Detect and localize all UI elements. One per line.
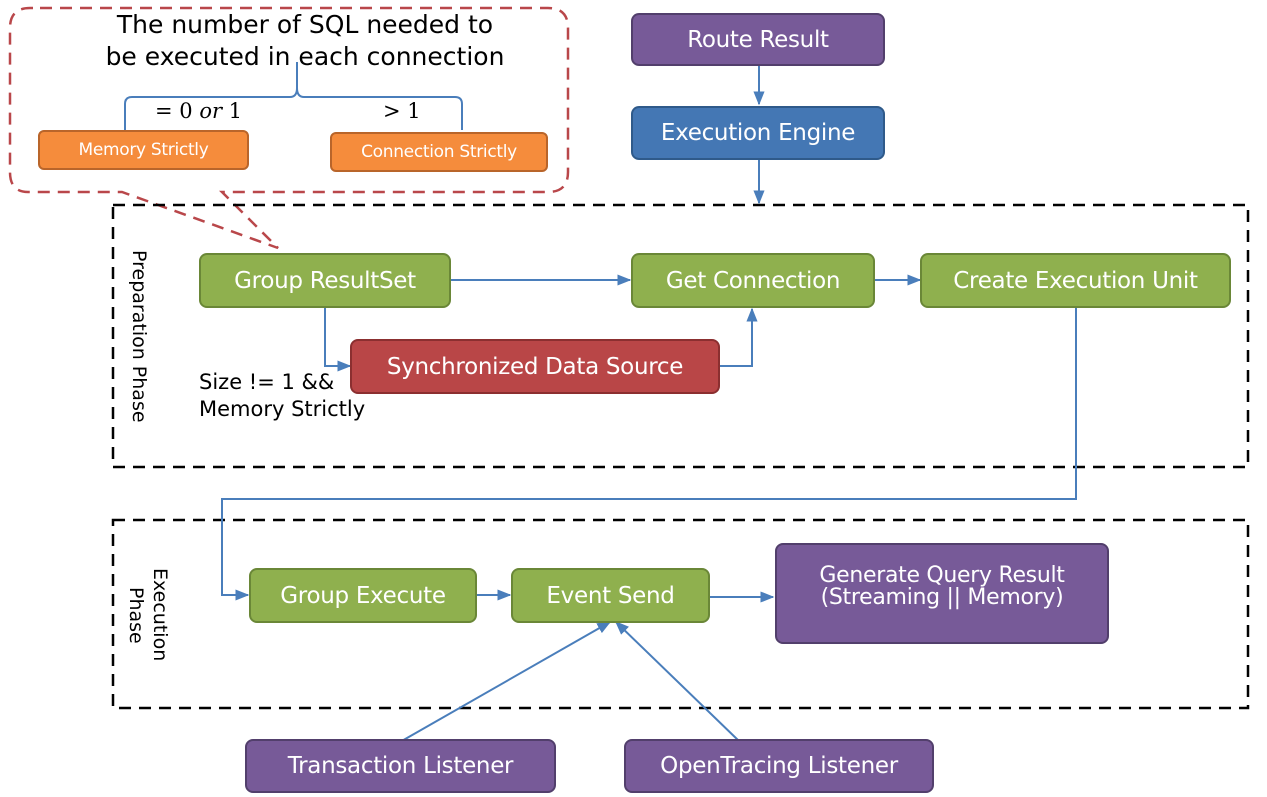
callout-brace xyxy=(124,62,463,130)
sync-condition-line1: Size != 1 && xyxy=(199,370,335,394)
condition-zero-or-one: = 0 or 1 xyxy=(155,99,242,123)
callout-bubble xyxy=(8,6,570,250)
callout-title-line2: be executed in each connection xyxy=(105,42,505,71)
route-result-node[interactable]: Route Result xyxy=(631,13,885,66)
sync-condition-line2: Memory Strictly xyxy=(199,397,366,421)
event-send-node[interactable]: Event Send xyxy=(511,568,710,623)
arrow-groupresultset-to-sync xyxy=(324,307,352,372)
condition-greater-than-one: > 1 xyxy=(383,99,421,123)
arrow-sync-to-getconnection xyxy=(720,307,758,367)
preparation-phase-label: Preparation Phase xyxy=(128,249,150,423)
arrow-transaction-to-eventsend xyxy=(399,621,612,743)
connection-strictly-node[interactable]: Connection Strictly xyxy=(330,132,548,172)
condition-zero-or-one-or: or xyxy=(199,99,222,123)
group-execute-node[interactable]: Group Execute xyxy=(249,568,477,623)
execution-phase-box xyxy=(111,518,1250,710)
synchronized-data-source-node[interactable]: Synchronized Data Source xyxy=(350,339,720,394)
arrow-opentracing-to-eventsend xyxy=(614,621,741,743)
callout-title-line1: The number of SQL needed to xyxy=(116,10,494,39)
generate-query-result-line1: Generate Query Result xyxy=(819,563,1065,588)
group-resultset-node[interactable]: Group ResultSet xyxy=(199,253,451,308)
execution-phase-label: Execution Phase xyxy=(124,560,172,670)
execution-phase-label-line2: Phase xyxy=(125,586,147,644)
execution-phase-label-line1: Execution xyxy=(149,568,171,662)
preparation-phase-box xyxy=(111,203,1250,469)
execution-engine-node[interactable]: Execution Engine xyxy=(631,106,885,160)
arrow-createunit-to-groupexecute xyxy=(221,307,1077,601)
memory-strictly-node[interactable]: Memory Strictly xyxy=(38,130,249,170)
condition-zero-or-one-suffix: 1 xyxy=(222,99,243,123)
transaction-listener-node[interactable]: Transaction Listener xyxy=(245,739,556,793)
get-connection-node[interactable]: Get Connection xyxy=(631,253,875,308)
opentracing-listener-node[interactable]: OpenTracing Listener xyxy=(624,739,934,793)
condition-zero-or-one-prefix: = 0 xyxy=(155,99,200,123)
create-execution-unit-node[interactable]: Create Execution Unit xyxy=(920,253,1231,308)
generate-query-result-line2: (Streaming || Memory) xyxy=(820,585,1064,610)
generate-query-result-node[interactable]: Generate Query Result (Streaming || Memo… xyxy=(775,543,1109,644)
